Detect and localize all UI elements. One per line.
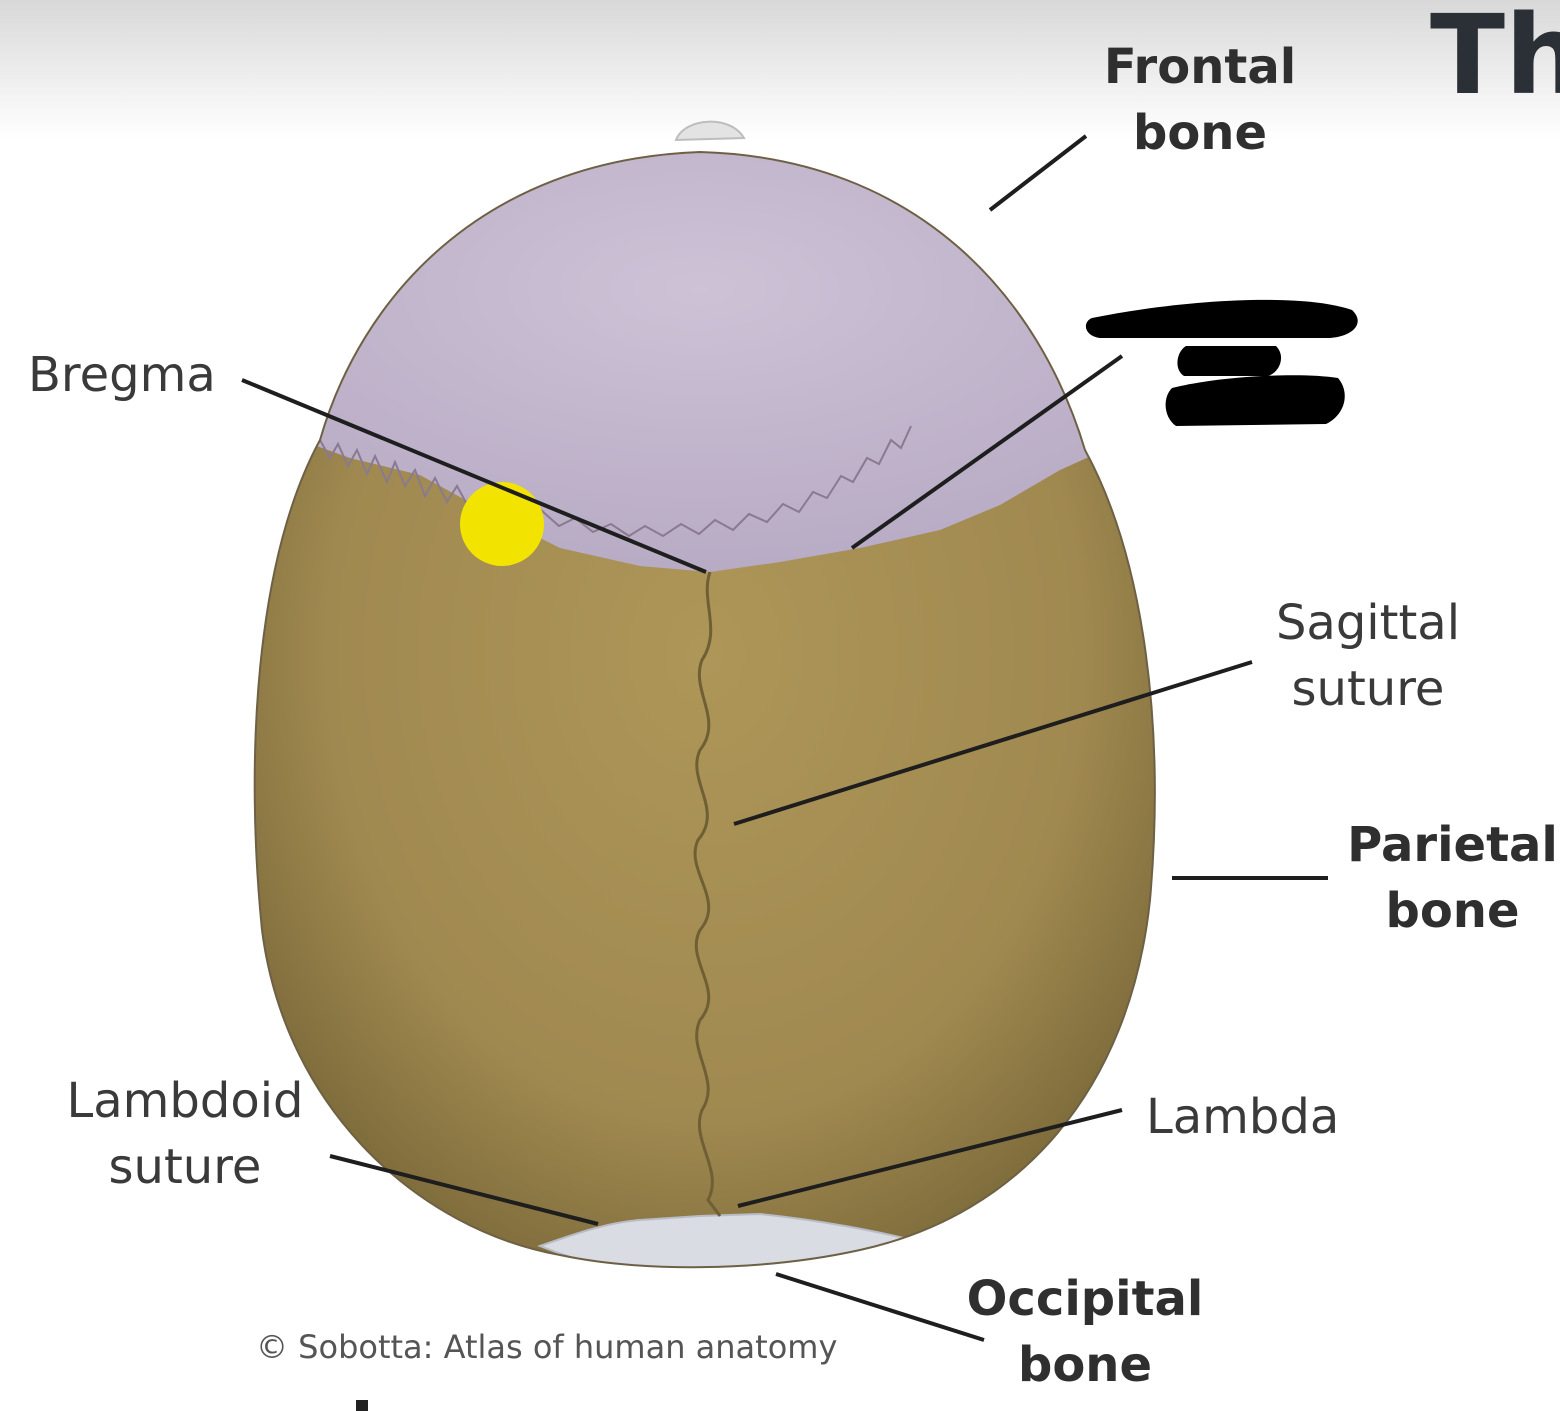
top-header-band [0, 0, 1560, 140]
bregma-label: Bregma [28, 347, 216, 403]
lambdoid-suture-leader-line [329, 1154, 599, 1226]
occipital-bone-leader-line [775, 1272, 985, 1342]
sagittal-suture-label: Sagittal suture [1275, 595, 1461, 717]
redaction-mark [1085, 299, 1358, 426]
sagittal-suture-leader-line [733, 660, 1253, 826]
frontal-bone-leader-line [988, 134, 1088, 212]
lambdoid-suture-label: Lambdoid suture [66, 1073, 304, 1195]
skull-outline [253, 150, 1156, 1269]
nasal-tip [674, 120, 746, 142]
slide-title-fragment: Th [1430, 0, 1560, 119]
bregma-leader-line [241, 378, 707, 574]
parietal-bone-label: Parietal bone [1347, 817, 1558, 939]
copyright-credit: © Sobotta: Atlas of human anatomy [256, 1328, 838, 1366]
coronal-suture-leader-line [850, 354, 1124, 550]
occipital-bone-label: Occipital bone [966, 1271, 1204, 1393]
partial-text-fragment [356, 1400, 368, 1411]
lambda-label: Lambda [1146, 1089, 1340, 1145]
frontal-bone-label: Frontal bone [1103, 39, 1297, 161]
lambda-leader-line [737, 1108, 1123, 1208]
sagittal-suture-line [693, 571, 722, 1217]
leader-lines [241, 134, 1328, 1342]
highlight-marker [460, 482, 544, 566]
